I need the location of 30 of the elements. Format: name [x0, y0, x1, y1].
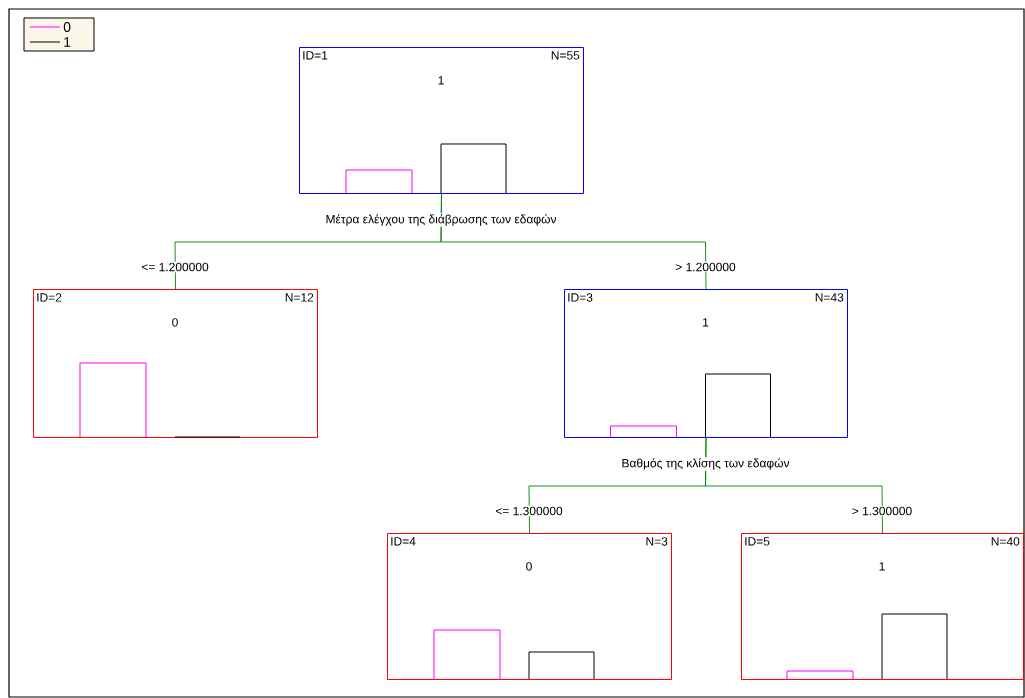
edge-label: <= 1.200000 [140, 261, 210, 273]
node-count: N=40 [991, 537, 1020, 546]
node-id: ID=5 [745, 537, 770, 546]
edge-label: > 1.200000 [674, 261, 737, 273]
class-label: 1 [879, 562, 885, 571]
node-count: N=43 [815, 293, 844, 302]
node-id: ID=3 [568, 293, 593, 302]
node-id: ID=4 [391, 537, 416, 546]
node-count: N=55 [551, 51, 580, 60]
split-connector [440, 193, 707, 290]
tree-node-box [741, 533, 1024, 680]
tree-node-box [387, 533, 672, 680]
tree-node-box [33, 289, 318, 438]
split-variable: Μέτρα ελέγχου της διάβρωσης των εδαφών [324, 213, 558, 227]
node-id: ID=2 [37, 293, 62, 302]
split-connector [705, 437, 883, 534]
class-label: 0 [526, 562, 532, 571]
legend-label: 0 [63, 22, 71, 32]
node-count: N=12 [285, 293, 314, 302]
tree-node-box [299, 47, 584, 194]
edge-label: <= 1.300000 [494, 505, 564, 517]
class-label: 0 [172, 318, 178, 327]
tree-node-box [564, 289, 848, 438]
edge-label: > 1.300000 [850, 505, 914, 517]
split-variable: Βαθμός της κλίσης των εδαφών [620, 457, 791, 471]
legend-label: 1 [64, 37, 71, 47]
class-label: 1 [703, 318, 709, 327]
node-count: N=3 [646, 537, 668, 546]
node-id: ID=1 [303, 51, 328, 60]
class-label: 1 [438, 76, 444, 85]
